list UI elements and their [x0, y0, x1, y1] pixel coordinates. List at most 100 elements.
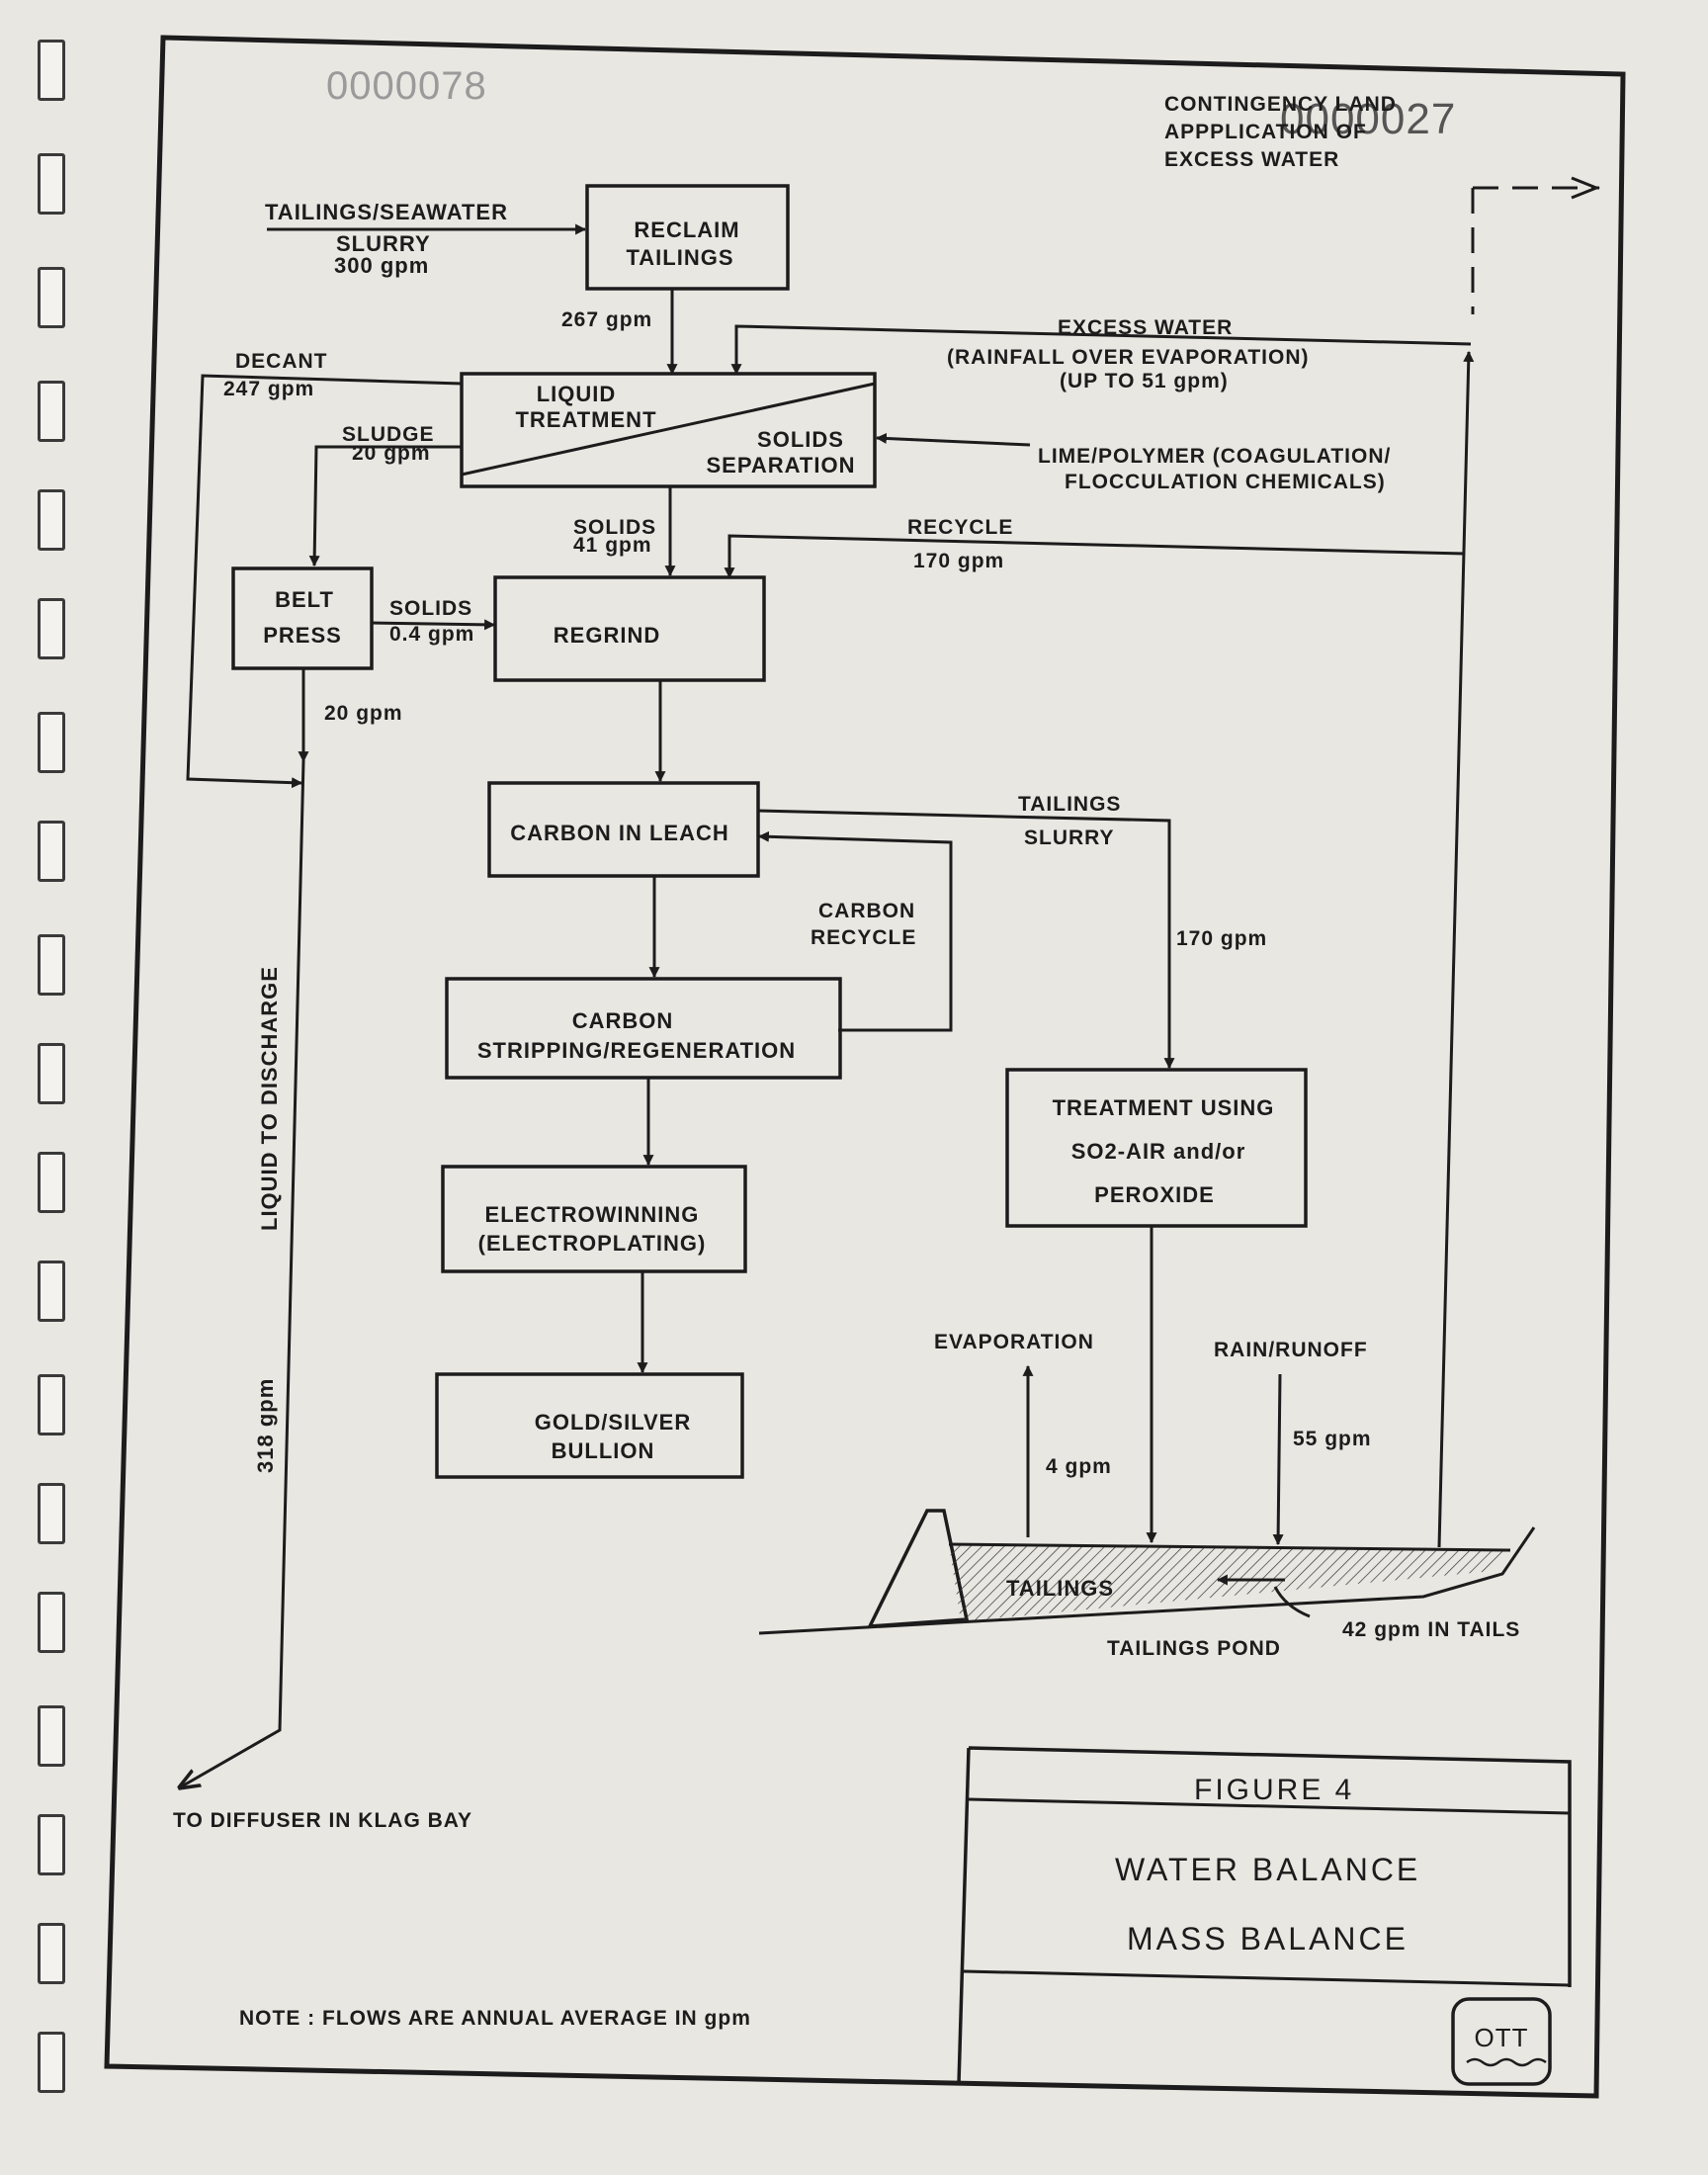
decant-flow: 247 gpm: [223, 378, 314, 400]
recycle-arrow: [724, 534, 1466, 579]
diffuser-label: TO DIFFUSER IN KLAG BAY: [173, 1809, 472, 1832]
binder-hole: [38, 1592, 65, 1653]
excess-water-arrow: [730, 324, 1472, 376]
ott-wave-icon: [1466, 2057, 1547, 2067]
treatment-label-1: TREATMENT USING: [1053, 1095, 1275, 1120]
excess-water-label-2: (RAINFALL OVER EVAPORATION): [947, 346, 1310, 369]
carbon-stripping-label-2: STRIPPING/REGENERATION: [477, 1038, 796, 1063]
carbon-in-leach-box: [487, 781, 760, 878]
solids-separation-label-2: SEPARATION: [707, 453, 856, 478]
stamp-number-top: 0000078: [326, 64, 487, 108]
carbon-recycle-loop: [757, 830, 953, 1032]
binder-hole: [38, 1483, 65, 1544]
binder-hole: [38, 2032, 65, 2093]
solids-flow: 41 gpm: [573, 534, 652, 557]
excess-water-label-1: EXCESS WATER: [1058, 316, 1233, 339]
bullion-label-2: BULLION: [552, 1438, 655, 1463]
pond-dam: [867, 1509, 970, 1628]
contingency-arrowhead: [1571, 176, 1601, 200]
pond-water-line: [948, 1542, 1511, 1552]
rain-flow: 55 gpm: [1293, 1428, 1372, 1450]
ott-logo: [1451, 1997, 1552, 2086]
title-line-1: WATER BALANCE: [1115, 1852, 1420, 1887]
rain-runoff-label: RAIN/RUNOFF: [1214, 1339, 1368, 1361]
binder-hole: [38, 821, 65, 882]
binder-hole: [38, 40, 65, 101]
electrowinning-label-1: ELECTROWINNING: [485, 1202, 700, 1227]
binder-hole: [38, 381, 65, 442]
regrind-label: REGRIND: [554, 623, 660, 648]
pond-tailings-label: TAILINGS: [1006, 1576, 1114, 1601]
tailings-slurry-arrow: [757, 809, 1175, 1070]
liquid-to-discharge-label: LIQUID TO DISCHARGE: [257, 966, 282, 1231]
binder-hole: [38, 1374, 65, 1436]
title-block-divider: [968, 1797, 1571, 1815]
liquid-treatment-label-1: LIQUID: [537, 382, 617, 406]
inflow-label-2: SLURRY: [336, 231, 431, 256]
carbon-recycle-label-1: CARBON: [818, 900, 915, 922]
excess-water-label-3: (UP TO 51 gpm): [1060, 370, 1229, 392]
reclaim-tailings-box: [585, 184, 790, 291]
tailings-slurry-label-2: SLURRY: [1024, 826, 1115, 849]
belt-press-out-flow: 20 gpm: [324, 702, 403, 725]
discharge-flow: 318 gpm: [253, 1378, 278, 1473]
title-block-divider: [963, 1969, 1571, 1987]
tailings-slurry-label-1: TAILINGS: [1018, 793, 1121, 816]
belt-solids-flow: 0.4 gpm: [389, 623, 474, 646]
solids-separation-label-1: SOLIDS: [757, 427, 844, 452]
evaporation-flow: 4 gpm: [1046, 1455, 1112, 1478]
binder-holes: [0, 0, 79, 2175]
title-block-frame: [957, 1746, 1572, 2085]
belt-solids-label: SOLIDS: [389, 597, 472, 620]
regrind-box: [493, 575, 766, 682]
belt-solids-arrow: [371, 619, 496, 631]
binder-hole: [38, 153, 65, 215]
figure-number: FIGURE 4: [1194, 1774, 1354, 1806]
decant-label: DECANT: [235, 350, 328, 373]
binder-hole: [38, 1152, 65, 1213]
discharge-line: [180, 760, 305, 1787]
inflow-label-1: TAILINGS/SEAWATER: [265, 200, 508, 224]
treatment-box: [1005, 1068, 1308, 1228]
carbon-stripping-label-1: CARBON: [572, 1008, 674, 1033]
bullion-box: [435, 1372, 744, 1479]
binder-hole: [38, 1043, 65, 1104]
reclaim-label-2: TAILINGS: [626, 245, 733, 270]
pond-return-line: [1437, 350, 1475, 1548]
bullion-label-1: GOLD/SILVER: [535, 1410, 692, 1435]
electrowinning-box: [441, 1165, 747, 1273]
binder-hole: [38, 1814, 65, 1875]
binder-hole: [38, 934, 65, 996]
solids-label: SOLIDS: [573, 516, 656, 539]
recycle-flow: 170 gpm: [913, 550, 1004, 572]
rain-runoff-arrow: [1272, 1373, 1284, 1546]
evaporation-label: EVAPORATION: [934, 1331, 1094, 1353]
binder-hole: [38, 489, 65, 551]
ott-logo-text: OTT: [1475, 2023, 1529, 2052]
electrowinning-label-2: (ELECTROPLATING): [478, 1231, 707, 1256]
treatment-label-3: PEROXIDE: [1094, 1182, 1215, 1207]
sludge-flow: 20 gpm: [352, 442, 431, 465]
page-frame: [104, 35, 1626, 2099]
tailings-pond-label: TAILINGS POND: [1107, 1637, 1281, 1660]
carbon-stripping-box: [445, 977, 842, 1080]
pond-tailings-hatch: [949, 1544, 1507, 1621]
contingency-label-3: EXCESS WATER: [1164, 148, 1339, 171]
decant-line: [186, 374, 463, 789]
inflow-flow: 300 gpm: [334, 253, 429, 278]
sludge-label: SLUDGE: [342, 423, 435, 446]
contingency-label-1: CONTINGENCY LAND: [1164, 93, 1397, 116]
binder-hole: [38, 598, 65, 659]
belt-press-label-1: BELT: [275, 587, 334, 612]
lime-polymer-arrow: [875, 432, 1031, 447]
binder-hole: [38, 712, 65, 773]
carbon-recycle-label-2: RECYCLE: [811, 926, 916, 949]
treatment-label-2: SO2-AIR and/or: [1071, 1139, 1246, 1164]
liquid-treatment-box: [460, 372, 877, 488]
lime-polymer-label-1: LIME/POLYMER (COAGULATION/: [1038, 445, 1391, 468]
tailings-slurry-flow: 170 gpm: [1176, 927, 1267, 950]
binder-hole: [38, 1261, 65, 1322]
title-line-2: MASS BALANCE: [1127, 1921, 1409, 1957]
belt-press-label-2: PRESS: [263, 623, 342, 648]
